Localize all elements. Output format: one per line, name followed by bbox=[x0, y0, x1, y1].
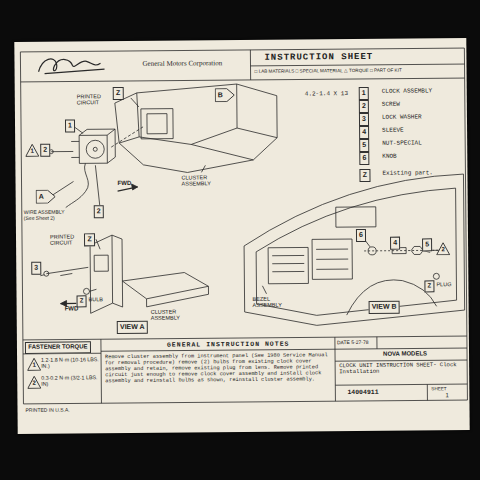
text-label: CLUSTER ASSEMBLY bbox=[181, 174, 225, 187]
callout-box: 5NUT-SPECIAL bbox=[359, 139, 369, 152]
callout-number: 3 bbox=[32, 264, 40, 271]
arrow-outline bbox=[215, 88, 235, 102]
callout-number: Z bbox=[425, 282, 433, 288]
callout-number: Z bbox=[114, 89, 123, 96]
part-name: LOCK WASHER bbox=[382, 114, 422, 120]
callout-number: VIEW B bbox=[370, 303, 399, 310]
text-label: □ LAB MATERIALS □ SPECIAL MATERIAL △ TOR… bbox=[255, 67, 463, 74]
part-name: SCREW bbox=[382, 102, 400, 108]
callout-number: VIEW A bbox=[118, 323, 147, 330]
text-label: 0.3-0.2 N·m (3/2-1 LBS. IN) bbox=[41, 374, 99, 387]
callout-box: ZExisting part. bbox=[359, 169, 370, 182]
callout-box: FASTENER TORQUE bbox=[25, 341, 91, 354]
part-name: Existing part. bbox=[382, 170, 432, 176]
instruction-notes: Remove cluster assembly from instrument … bbox=[105, 352, 331, 384]
callout-number: FASTENER TORQUE bbox=[26, 343, 90, 350]
callout-box: 1CLOCK ASSEMBLY bbox=[359, 87, 369, 100]
callout-number: 2 bbox=[360, 102, 368, 109]
part-name: SLEEVE bbox=[382, 128, 404, 134]
callout-number: 1 bbox=[25, 144, 39, 154]
callout-number: A bbox=[36, 190, 56, 200]
callout-box: 6 bbox=[356, 229, 366, 242]
callout-number: 6 bbox=[357, 231, 365, 238]
callout-number: Z bbox=[360, 171, 369, 178]
torque-triangle: 1 bbox=[25, 144, 39, 157]
part-name: CLOCK ASSEMBLY bbox=[382, 88, 432, 94]
callout-box: Z bbox=[84, 233, 95, 246]
text-label: GENERAL INSTRUCTION NOTES bbox=[167, 341, 290, 350]
callout-number: 2 bbox=[95, 207, 103, 214]
text-label: BULB bbox=[89, 296, 103, 302]
callout-box: 3 bbox=[31, 262, 41, 275]
callout-number: 3 bbox=[360, 115, 368, 122]
callout-number: 5 bbox=[423, 240, 431, 247]
callout-box: 6KNOB bbox=[359, 152, 369, 165]
part-name: KNOB bbox=[382, 154, 396, 160]
callout-number: 1 bbox=[66, 121, 74, 128]
callout-number: Z bbox=[78, 297, 86, 303]
torque-triangle: 2 bbox=[436, 242, 450, 255]
callout-number: 4 bbox=[391, 239, 399, 246]
text-label: PLUG bbox=[436, 281, 451, 287]
callout-number: 1 bbox=[360, 89, 368, 96]
torque-triangle: 2 bbox=[27, 376, 41, 389]
callout-number: Z bbox=[85, 235, 94, 242]
text-label: BEZEL ASSEMBLY bbox=[253, 296, 287, 309]
text-label: PRINTED CIRCUIT bbox=[77, 93, 111, 106]
callout-box: 5 bbox=[422, 238, 432, 251]
text-label: 4.2-1.4 X 13 bbox=[305, 91, 348, 98]
text-label: FWD bbox=[118, 180, 132, 187]
callout-box: Z bbox=[424, 280, 434, 292]
callout-box: 2 bbox=[94, 205, 104, 218]
instruction-sheet: 1CLOCK ASSEMBLY2SCREW3LOCK WASHER4SLEEVE… bbox=[14, 38, 469, 434]
callout-box: Z bbox=[113, 87, 124, 100]
text-label: NOVA MODELS bbox=[383, 350, 427, 357]
text-label: General Motors Corporation bbox=[142, 59, 222, 68]
view-arrow: B bbox=[215, 88, 235, 102]
text-label: CLUSTER ASSEMBLY bbox=[151, 308, 195, 321]
callout-number: 6 bbox=[360, 154, 368, 161]
text-label: PRINTED IN U.S.A. bbox=[25, 408, 69, 414]
text-label: SHEET bbox=[431, 386, 446, 391]
callout-number: 2 bbox=[41, 146, 49, 153]
text-label: 14004911 bbox=[347, 389, 378, 397]
callout-box: 1 bbox=[65, 119, 75, 132]
callout-box: 2 bbox=[40, 144, 50, 157]
callout-box: 3LOCK WASHER bbox=[359, 113, 369, 126]
torque-triangle: 1 bbox=[27, 358, 41, 371]
text-label: CLOCK UNIT INSTRUCTION SHEET- Clock Inst… bbox=[339, 362, 459, 376]
callout-number: B bbox=[215, 88, 235, 98]
text-label: INSTRUCTION SHEET bbox=[264, 52, 373, 63]
arrow-outline bbox=[36, 190, 56, 204]
callout-number: 5 bbox=[360, 141, 368, 148]
text-label: FWD bbox=[65, 305, 79, 312]
view-arrow: A bbox=[36, 190, 56, 204]
callout-box: VIEW A bbox=[117, 321, 148, 334]
text-label: PRINTED CIRCUIT bbox=[50, 233, 84, 246]
callout-box: 4SLEEVE bbox=[359, 126, 369, 139]
callout-box: 4 bbox=[390, 237, 400, 250]
callout-number: 2 bbox=[436, 242, 450, 252]
text-label: DATE 5-27-78 bbox=[337, 340, 369, 346]
text-label: 1 bbox=[445, 392, 448, 399]
callout-box: 2SCREW bbox=[359, 100, 369, 113]
callout-number: 1 bbox=[27, 358, 41, 368]
callout-box: VIEW B bbox=[369, 301, 400, 314]
callout-number: 4 bbox=[360, 128, 368, 135]
text-label: WIRE ASSEMBLY (See Sheet 2) bbox=[24, 210, 66, 222]
callout-number: 2 bbox=[27, 376, 41, 386]
part-name: NUT-SPECIAL bbox=[382, 140, 422, 146]
text-label: 1.2-1.8 N·m (10-16 LBS. IN.) bbox=[41, 356, 99, 369]
